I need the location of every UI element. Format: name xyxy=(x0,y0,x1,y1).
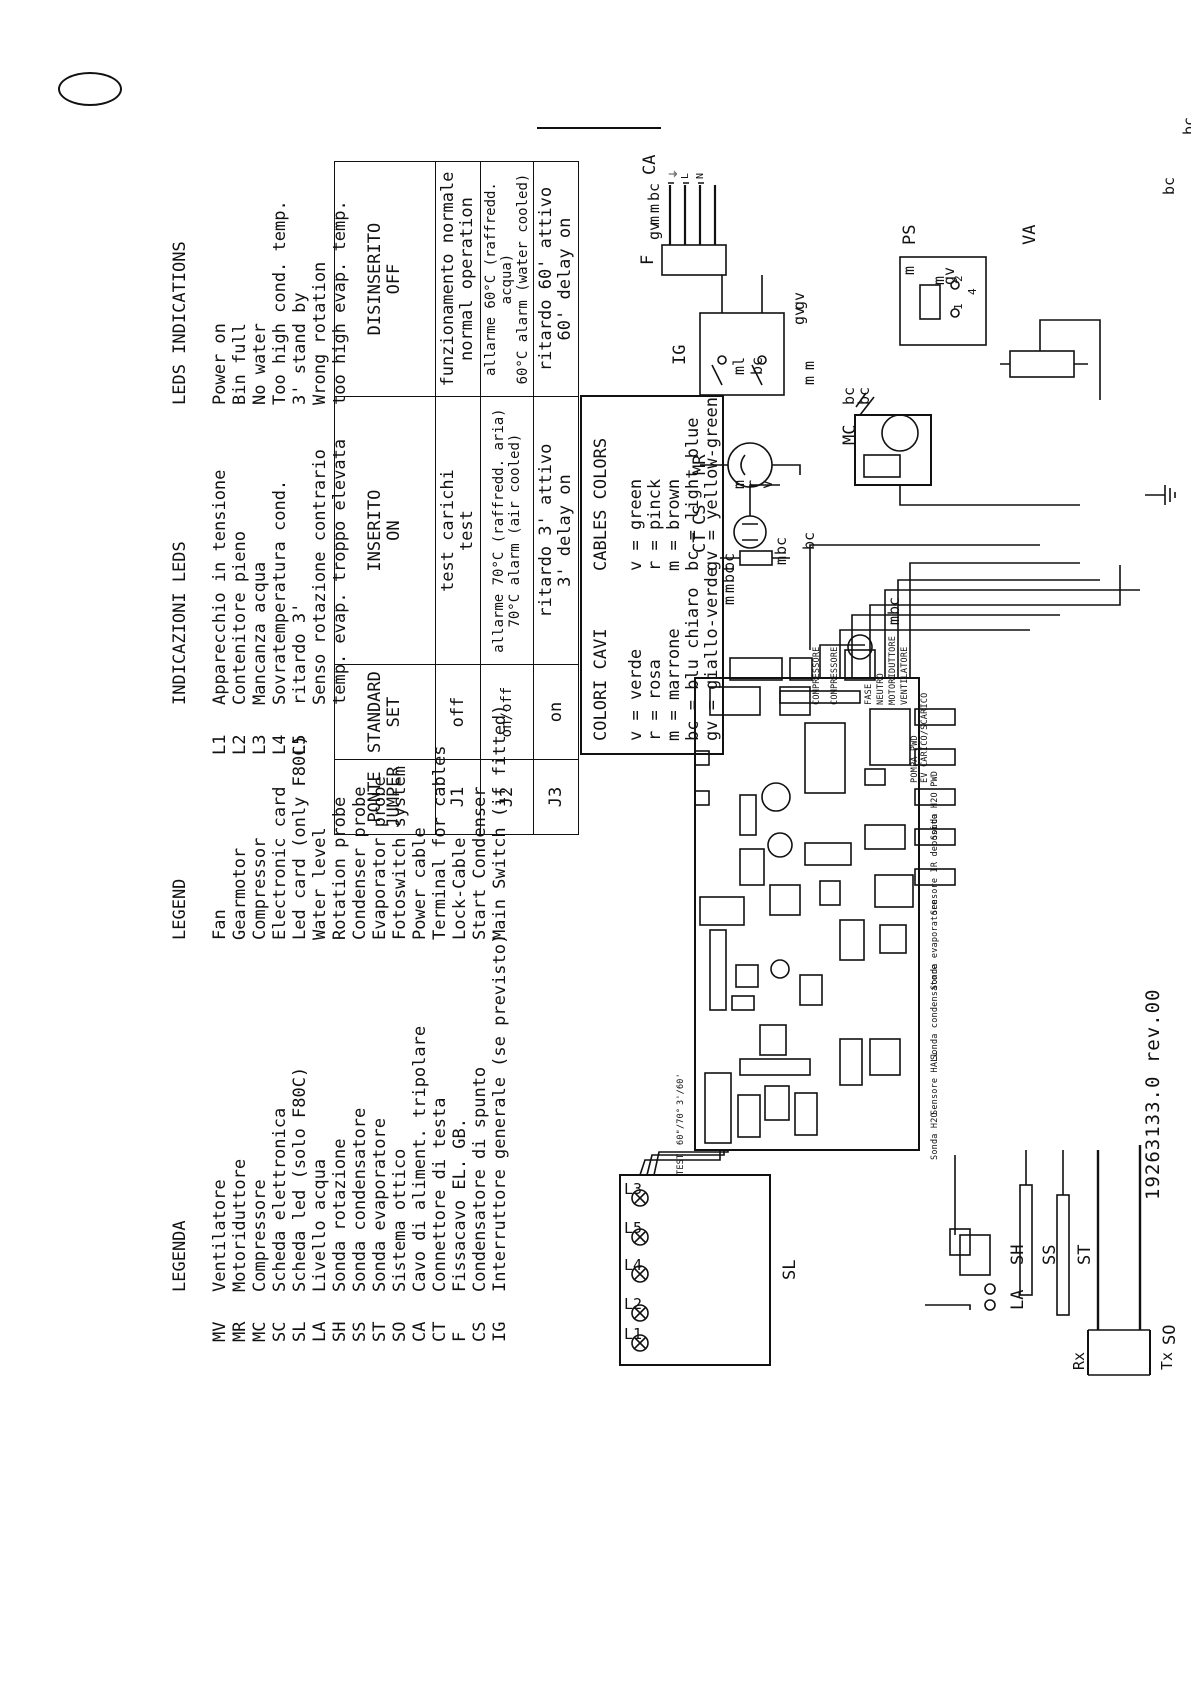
wire-code: m xyxy=(720,583,738,593)
wire-code: m xyxy=(885,615,903,625)
power-code: L xyxy=(680,172,691,179)
power-code: N xyxy=(695,172,706,179)
electronic-card-sc xyxy=(694,634,956,1151)
label-mc: MC xyxy=(840,424,860,445)
board-output-wires xyxy=(809,544,1140,678)
wire-code: ml xyxy=(730,356,748,375)
wire-code: m xyxy=(800,360,818,370)
board-label: Sonda H2O PWD xyxy=(930,770,940,840)
board-label: EV CARICO/SCARICO xyxy=(920,692,930,783)
led-terminal-label: L5 xyxy=(624,1219,643,1237)
compressor-mc xyxy=(854,414,1080,506)
led-terminal-label: L1 xyxy=(624,1325,643,1343)
wire-code: m xyxy=(645,203,663,213)
led-terminal-label: L3 xyxy=(624,1180,643,1198)
wire-code: bc xyxy=(800,531,818,550)
gearmotor-mr xyxy=(700,442,801,488)
label-so: SO xyxy=(1160,1324,1180,1345)
led-terminal-label: L4 xyxy=(624,1256,643,1274)
label-ig: IG xyxy=(670,344,690,365)
ground-symbol xyxy=(855,392,1176,505)
pressure-switch-ps xyxy=(899,256,987,346)
led-card-sl xyxy=(619,1150,771,1366)
label-la: LA xyxy=(1008,1289,1028,1310)
wire-code: bc xyxy=(645,182,663,201)
part-number: 19263133.0 rev.00 xyxy=(1142,988,1164,1200)
jumper-row: J2 on/off allarme 70°C (raffredd. aria)7… xyxy=(480,161,534,835)
board-label: NEUTRO xyxy=(876,673,886,705)
label-ps: PS xyxy=(900,224,920,245)
board-label: Sonda H2O xyxy=(930,1112,940,1160)
led-terminal-label: L2 xyxy=(624,1295,643,1313)
label-tx: Tx xyxy=(1158,1351,1176,1370)
wire-code: 4 xyxy=(966,288,979,295)
label-st: ST xyxy=(1075,1244,1095,1265)
label-va: VA xyxy=(1020,224,1040,245)
leds-it: INDICAZIONI LEDS Apparecchio in tensione… xyxy=(170,438,350,705)
wire-code: 2 xyxy=(952,275,965,282)
board-label: 3'/60' xyxy=(676,1073,686,1105)
wire-code: bc xyxy=(855,386,873,405)
wire-code: m xyxy=(772,555,790,565)
wire-code: m xyxy=(900,265,918,275)
board-label: Sensore HALL xyxy=(930,1051,940,1115)
capacitor-cs xyxy=(720,484,790,566)
wire-code: m xyxy=(720,595,738,605)
wire-code: bc xyxy=(1160,176,1178,195)
label-sl: SL xyxy=(780,1259,800,1280)
label-cs: CS xyxy=(690,504,710,525)
title-underline xyxy=(537,127,661,129)
wiring-diagram xyxy=(619,182,1176,1376)
wire-code: m xyxy=(645,215,663,225)
board-label: VENTILATORE xyxy=(900,646,910,706)
wire-code: m xyxy=(800,375,818,385)
wire-code: bc xyxy=(720,552,738,571)
wire-code: bc xyxy=(748,356,766,375)
board-label: 60"/70° xyxy=(676,1107,686,1145)
label-f: F xyxy=(638,254,658,265)
label-rx: Rx xyxy=(1070,1351,1088,1370)
wire-code: gv xyxy=(790,291,808,310)
wire-code: 1 xyxy=(952,303,965,310)
label-sh: SH xyxy=(1008,1244,1028,1265)
board-label: TEST xyxy=(676,1153,686,1175)
board-label: MOTORIDUTTORE xyxy=(888,635,898,705)
board-label: POMPA PWD xyxy=(910,735,920,783)
wire-code: bc xyxy=(1180,116,1191,135)
board-label: COMPRESSORE xyxy=(830,646,840,706)
board-label: FASE xyxy=(864,683,874,705)
label-ca: CA xyxy=(640,154,660,175)
label-ss: SS xyxy=(1040,1244,1060,1265)
wire-code: bc xyxy=(772,536,790,555)
wire-code: v xyxy=(758,479,776,489)
water-valve-va xyxy=(1000,319,1101,400)
power-cable-ca xyxy=(661,182,727,276)
label-ct: CT xyxy=(690,532,710,553)
region-badge xyxy=(58,72,122,106)
wire-code: m xyxy=(930,275,948,285)
probes xyxy=(925,1145,1151,1376)
wire-code: bc xyxy=(885,596,903,615)
board-label: COMPRESSORE xyxy=(812,646,822,706)
main-switch-ig xyxy=(699,275,785,396)
label-mr: MR xyxy=(690,454,710,475)
power-code: ⏚ xyxy=(669,169,680,179)
